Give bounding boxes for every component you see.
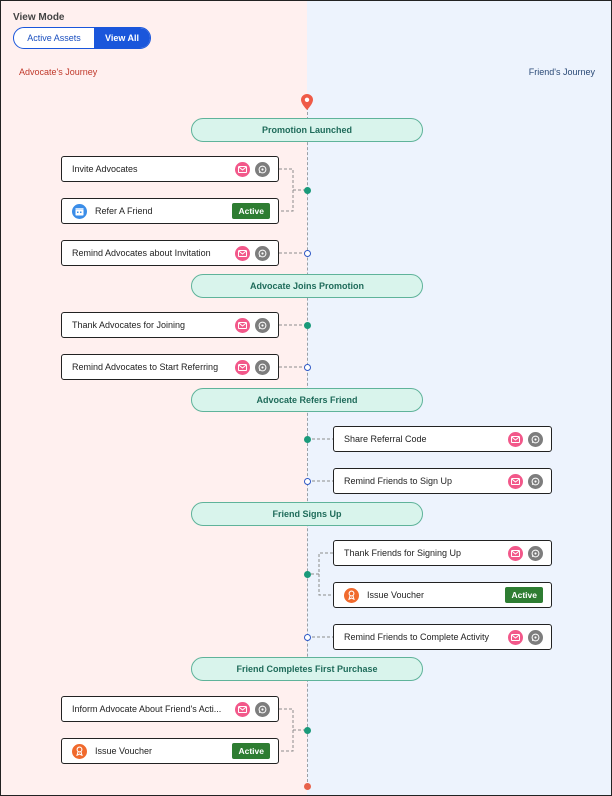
mail-icon[interactable]: [508, 629, 523, 645]
stage-advocate-refers: Advocate Refers Friend: [191, 388, 423, 412]
clock-icon: [304, 250, 311, 257]
timeline-axis: [307, 107, 308, 787]
card-label: Refer A Friend: [95, 206, 153, 216]
clock-icon: [304, 364, 311, 371]
whatsapp-icon[interactable]: [255, 245, 270, 261]
card-remind-friends-complete-activity[interactable]: Remind Friends to Complete Activity: [333, 624, 552, 650]
mail-icon[interactable]: [235, 245, 250, 261]
mail-icon[interactable]: [508, 431, 523, 447]
card-label: Remind Advocates to Start Referring: [72, 362, 219, 372]
active-badge: Active: [232, 743, 270, 759]
card-remind-friends-sign-up[interactable]: Remind Friends to Sign Up: [333, 468, 552, 494]
whatsapp-icon[interactable]: [528, 473, 543, 489]
mail-icon[interactable]: [508, 473, 523, 489]
card-label: Issue Voucher: [95, 746, 153, 756]
card-label: Issue Voucher: [367, 590, 425, 600]
card-remind-advocates-invitation[interactable]: Remind Advocates about Invitation: [61, 240, 279, 266]
timeline-node: [304, 322, 311, 329]
card-label: Share Referral Code: [344, 434, 427, 444]
card-remind-advocates-referring[interactable]: Remind Advocates to Start Referring: [61, 354, 279, 380]
card-label: Inform Advocate About Friend's Acti...: [72, 704, 222, 714]
mail-icon[interactable]: [235, 161, 250, 177]
view-mode-label: View Mode: [13, 12, 65, 23]
card-issue-voucher-advocate[interactable]: Issue Voucher Active: [61, 738, 279, 764]
whatsapp-icon[interactable]: [255, 359, 270, 375]
timeline-node: [304, 571, 311, 578]
stage-friend-completes-purchase: Friend Completes First Purchase: [191, 657, 423, 681]
whatsapp-icon[interactable]: [255, 317, 270, 333]
card-label: Remind Friends to Sign Up: [344, 476, 453, 486]
stage-friend-signs-up: Friend Signs Up: [191, 502, 423, 526]
card-label: Thank Friends for Signing Up: [344, 548, 462, 558]
voucher-icon: [72, 743, 87, 759]
card-label: Remind Friends to Complete Activity: [344, 632, 490, 642]
view-mode-toggle[interactable]: Active Assets View All: [13, 27, 151, 49]
clock-icon: [304, 634, 311, 641]
card-label: Remind Advocates about Invitation: [72, 248, 211, 258]
mail-icon[interactable]: [235, 701, 250, 717]
card-inform-advocate-friend-activity[interactable]: Inform Advocate About Friend's Acti...: [61, 696, 279, 722]
whatsapp-icon[interactable]: [255, 161, 270, 177]
clock-icon: [304, 478, 311, 485]
stage-promotion-launched: Promotion Launched: [191, 118, 423, 142]
card-thank-advocates-joining[interactable]: Thank Advocates for Joining: [61, 312, 279, 338]
card-share-referral-code[interactable]: Share Referral Code: [333, 426, 552, 452]
active-badge: Active: [232, 203, 270, 219]
friend-lane-title: Friend's Journey: [528, 67, 595, 77]
card-issue-voucher-friend[interactable]: Issue Voucher Active: [333, 582, 552, 608]
mail-icon[interactable]: [235, 317, 250, 333]
map-pin-icon: [301, 94, 313, 110]
view-all-option[interactable]: View All: [94, 28, 150, 48]
card-refer-a-friend[interactable]: Refer A Friend Active: [61, 198, 279, 224]
timeline-end-node: [304, 783, 311, 790]
card-label: Thank Advocates for Joining: [72, 320, 186, 330]
mail-icon[interactable]: [508, 545, 523, 561]
card-label: Invite Advocates: [72, 164, 138, 174]
advocate-lane-title: Advocate's Journey: [19, 67, 98, 77]
mail-icon[interactable]: [235, 359, 250, 375]
active-assets-option[interactable]: Active Assets: [27, 33, 81, 43]
stage-advocate-joins: Advocate Joins Promotion: [191, 274, 423, 298]
calendar-icon: [72, 203, 87, 219]
timeline-node: [304, 727, 311, 734]
whatsapp-icon[interactable]: [528, 629, 543, 645]
whatsapp-icon[interactable]: [255, 701, 270, 717]
whatsapp-icon[interactable]: [528, 431, 543, 447]
active-badge: Active: [505, 587, 543, 603]
timeline-node: [304, 436, 311, 443]
timeline-node: [304, 187, 311, 194]
voucher-icon: [344, 587, 359, 603]
card-thank-friends-signing-up[interactable]: Thank Friends for Signing Up: [333, 540, 552, 566]
card-invite-advocates[interactable]: Invite Advocates: [61, 156, 279, 182]
whatsapp-icon[interactable]: [528, 545, 543, 561]
